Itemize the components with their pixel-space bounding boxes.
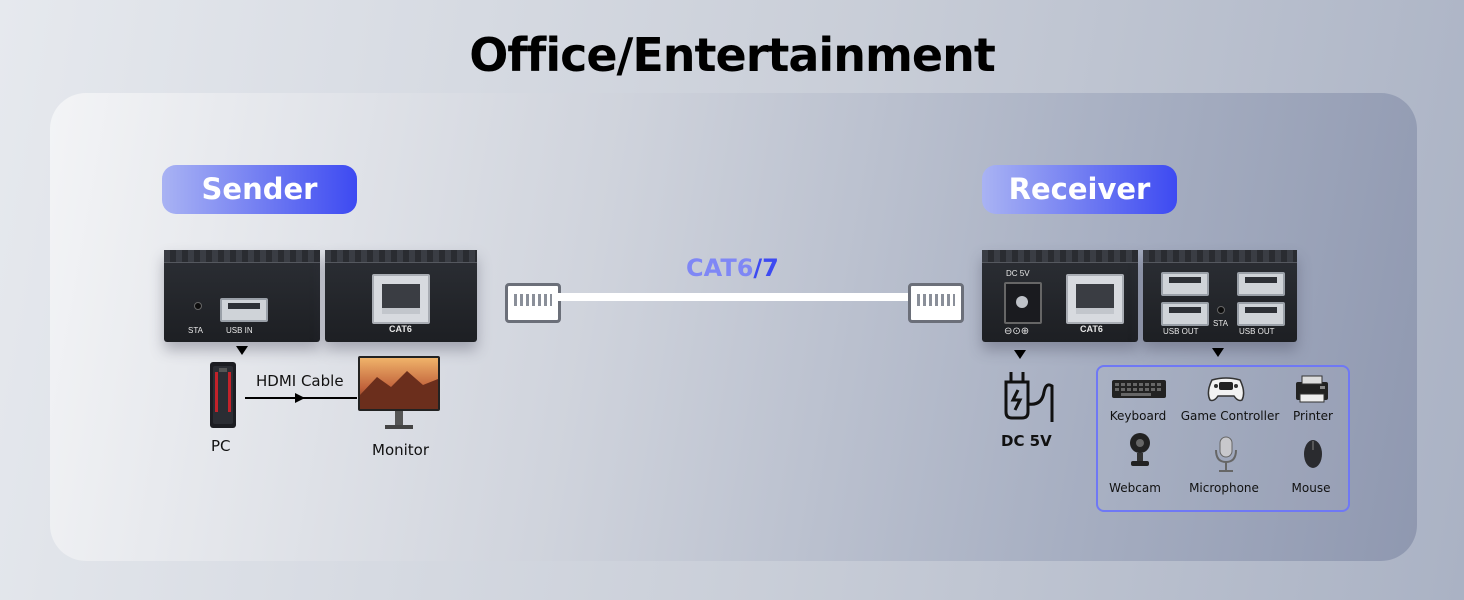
receiver-cat-label: CAT6	[1080, 324, 1103, 334]
sender-usb-in-label: USB IN	[226, 326, 253, 335]
monitor-icon	[358, 356, 440, 429]
receiver-usb-out-1-label: USB OUT	[1163, 327, 1199, 336]
receiver-usb-unit: USB OUT STA USB OUT	[1143, 250, 1297, 342]
cable-type-label: CAT6/7	[686, 254, 779, 282]
sender-label: Sender	[162, 165, 357, 214]
keyboard-icon	[1112, 380, 1166, 398]
dc-jack-icon	[1004, 282, 1042, 324]
receiver-label: Receiver	[982, 165, 1177, 214]
sender-cat-unit: CAT6	[325, 250, 477, 342]
sender-sta-label: STA	[188, 326, 203, 335]
pc-tower-icon	[210, 362, 236, 428]
printer-icon	[1296, 375, 1328, 403]
rj45-plug-left-icon	[505, 283, 561, 323]
hdmi-arrow-icon	[245, 393, 357, 403]
receiver-dc-cat-unit: DC 5V ⊖⊙⊕ CAT6	[982, 250, 1138, 342]
receiver-usb-out-2-label: USB OUT	[1239, 327, 1275, 336]
arrow-down-icon	[236, 346, 248, 355]
usb-port-icon	[1237, 272, 1285, 296]
device-game-controller-label: Game Controller	[1180, 409, 1280, 423]
device-keyboard-label: Keyboard	[1109, 409, 1167, 423]
sta-led-icon	[1217, 306, 1225, 314]
device-microphone-label: Microphone	[1189, 481, 1259, 495]
usb-port-icon	[1237, 302, 1285, 326]
ethernet-cable	[552, 293, 912, 301]
receiver-dc-label: DC 5V	[1006, 269, 1030, 278]
page-title: Office/Entertainment	[469, 28, 996, 82]
sender-usb-unit: STA USB IN	[164, 250, 320, 342]
usb-port-icon	[220, 298, 268, 322]
arrow-down-icon	[1014, 350, 1026, 359]
game-controller-icon	[1207, 377, 1245, 402]
power-adapter-icon	[1004, 372, 1054, 422]
device-webcam-label: Webcam	[1109, 481, 1161, 495]
polarity-icon: ⊖⊙⊕	[1004, 326, 1030, 337]
pc-label: PC	[211, 437, 231, 455]
mouse-icon	[1304, 440, 1322, 468]
usb-port-icon	[1161, 302, 1209, 326]
sta-led-icon	[194, 302, 202, 310]
sender-cat-label: CAT6	[389, 324, 412, 334]
rj45-port-icon	[1066, 274, 1124, 324]
power-label: DC 5V	[1001, 432, 1052, 450]
arrow-down-icon	[1212, 348, 1224, 357]
rj45-port-icon	[372, 274, 430, 324]
receiver-sta-label: STA	[1213, 319, 1228, 328]
monitor-label: Monitor	[372, 441, 430, 459]
device-mouse-label: Mouse	[1291, 481, 1331, 495]
usb-port-icon	[1161, 272, 1209, 296]
device-printer-label: Printer	[1293, 409, 1333, 423]
rj45-plug-right-icon	[908, 283, 964, 323]
hdmi-cable-label: HDMI Cable	[256, 372, 344, 390]
webcam-icon	[1130, 433, 1150, 466]
microphone-icon	[1215, 436, 1237, 472]
